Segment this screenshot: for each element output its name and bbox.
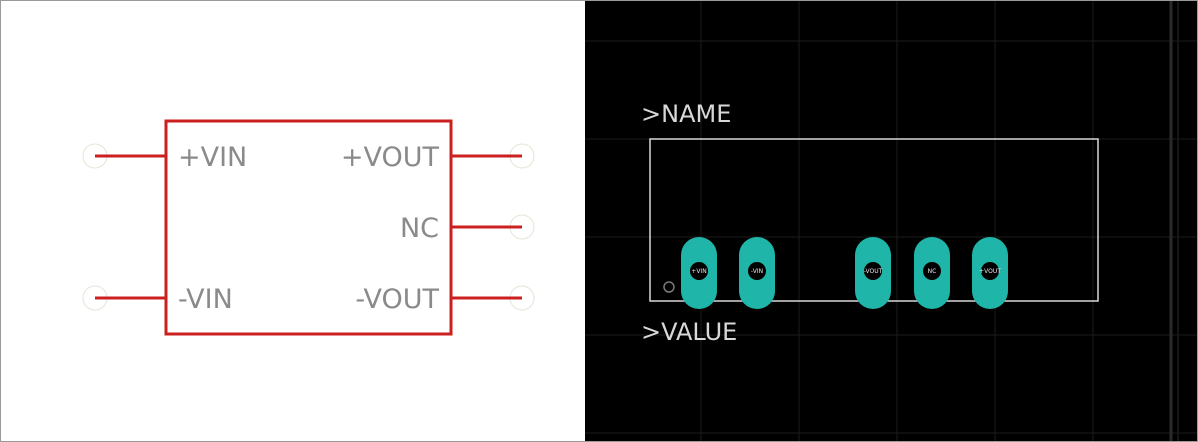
- pin-label-nc: NC: [400, 213, 439, 244]
- pad-label: -VIN: [751, 268, 763, 275]
- pad[interactable]: -VOUT: [855, 237, 891, 309]
- pin-label-vout-pos: +VOUT: [341, 142, 440, 173]
- pad-label: -VOUT: [864, 268, 883, 275]
- value-placeholder: >VALUE: [641, 318, 737, 346]
- pad[interactable]: +VOUT: [972, 237, 1008, 309]
- schematic-view: +VIN -VIN +VOUT NC -VOUT: [1, 1, 585, 441]
- pin-label-vout-neg: -VOUT: [355, 284, 439, 315]
- pin-label-vin-neg: -VIN: [178, 284, 233, 315]
- pcb-footprint: >NAME >VALUE +VIN -VIN -VOUT NC: [585, 1, 1197, 441]
- pad[interactable]: NC: [914, 237, 950, 309]
- pad-label: NC: [928, 268, 937, 275]
- pad-label: +VIN: [691, 268, 706, 275]
- pad[interactable]: -VIN: [739, 237, 775, 309]
- pad-label: +VOUT: [979, 268, 1001, 275]
- pin-label-vin-pos: +VIN: [178, 142, 247, 173]
- pcb-footprint-view: >NAME >VALUE +VIN -VIN -VOUT NC: [585, 1, 1197, 441]
- pcb-grid: [585, 1, 1197, 441]
- schematic-symbol: +VIN -VIN +VOUT NC -VOUT: [82, 119, 535, 336]
- name-placeholder: >NAME: [641, 100, 731, 128]
- pin1-marker: [663, 281, 675, 293]
- pad[interactable]: +VIN: [681, 237, 717, 309]
